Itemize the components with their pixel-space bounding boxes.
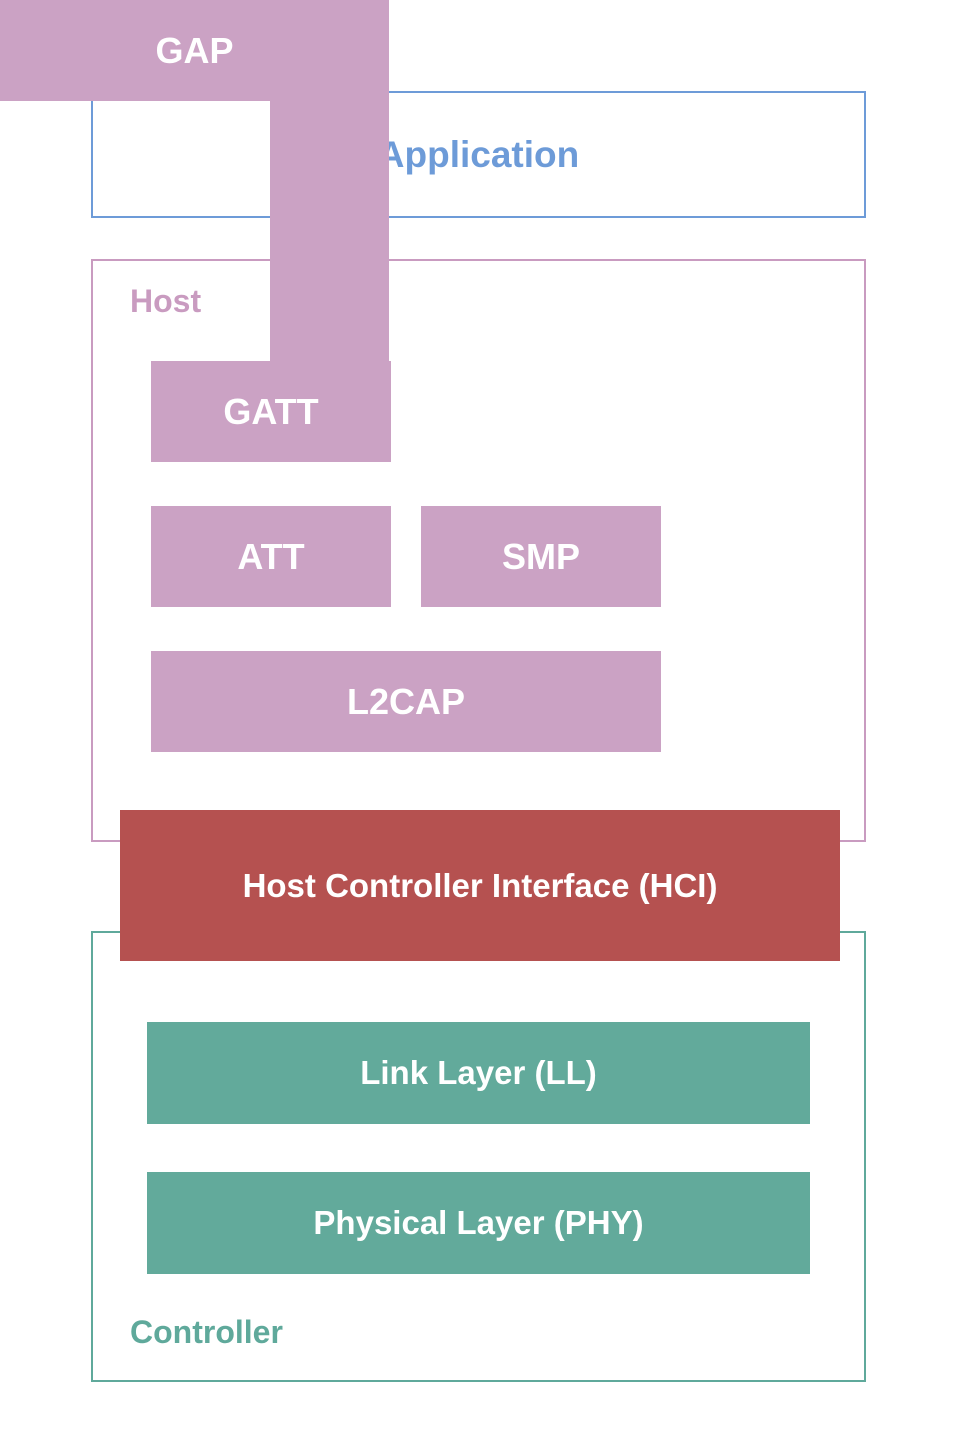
gap-top-bar [0, 0, 389, 101]
host-layer-label: Host [130, 283, 202, 319]
controller-block-link-layer: Link Layer (LL) [147, 1022, 810, 1124]
host-block-att: ATT [151, 506, 391, 607]
host-block-smp: SMP [421, 506, 661, 607]
host-block-gap: GAP [0, 0, 389, 390]
gap-vertical-leg [270, 101, 389, 390]
application-layer-label: Application [377, 133, 580, 175]
host-block-l2cap: L2CAP [151, 651, 661, 752]
host-block-gap-label: GAP [155, 29, 234, 71]
host-controller-interface-bar: Host Controller Interface (HCI) [120, 810, 840, 961]
controller-layer-label: Controller [130, 1314, 283, 1350]
application-layer-box [91, 91, 866, 218]
controller-block-physical-layer: Physical Layer (PHY) [147, 1172, 810, 1274]
